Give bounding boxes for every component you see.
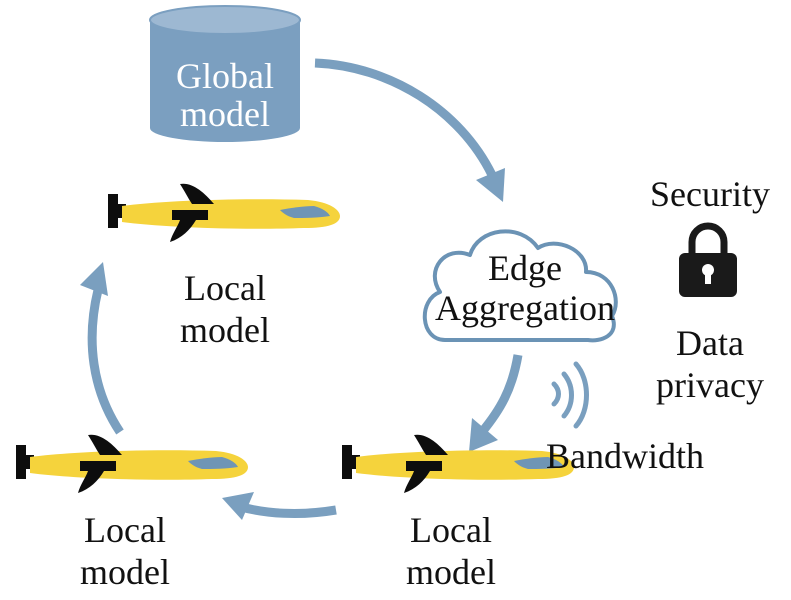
data-privacy-line2: privacy [656, 365, 764, 405]
edge-line2: Aggregation [435, 288, 615, 328]
drone-plane-bottom-left-icon [16, 434, 248, 493]
lock-icon [679, 222, 737, 297]
arrow-local-to-local-bottom [222, 492, 337, 520]
arrow-global-to-edge [314, 58, 505, 202]
global-model-database-icon [149, 5, 301, 142]
local-model-label-bottom-left: Local model [50, 512, 200, 590]
drone-plane-top-left-icon [108, 183, 340, 242]
local-model-line2: model [180, 310, 270, 350]
local-model-line2: model [406, 552, 496, 592]
arrow-local-to-local-left [80, 262, 124, 435]
local-model-line1: Local [410, 510, 492, 550]
global-model-line1: Global [176, 56, 274, 96]
edge-line1: Edge [488, 248, 562, 288]
data-privacy-label: Data privacy [630, 325, 790, 403]
data-privacy-line1: Data [676, 323, 744, 363]
global-model-line2: model [180, 94, 270, 134]
local-model-label-top-left: Local model [150, 270, 300, 348]
edge-aggregation-cloud-icon [422, 229, 618, 343]
signal-waves-icon [551, 361, 589, 429]
local-model-line1: Local [84, 510, 166, 550]
local-model-line2: model [80, 552, 170, 592]
global-model-label: Global model [150, 58, 300, 132]
security-title: Security [650, 174, 770, 214]
local-model-line1: Local [184, 268, 266, 308]
arrow-edge-to-local [469, 354, 523, 452]
bandwidth-label: Bandwidth [546, 436, 704, 476]
local-model-label-bottom-right: Local model [376, 512, 526, 590]
edge-aggregation-label: Edge Aggregation [420, 250, 630, 326]
